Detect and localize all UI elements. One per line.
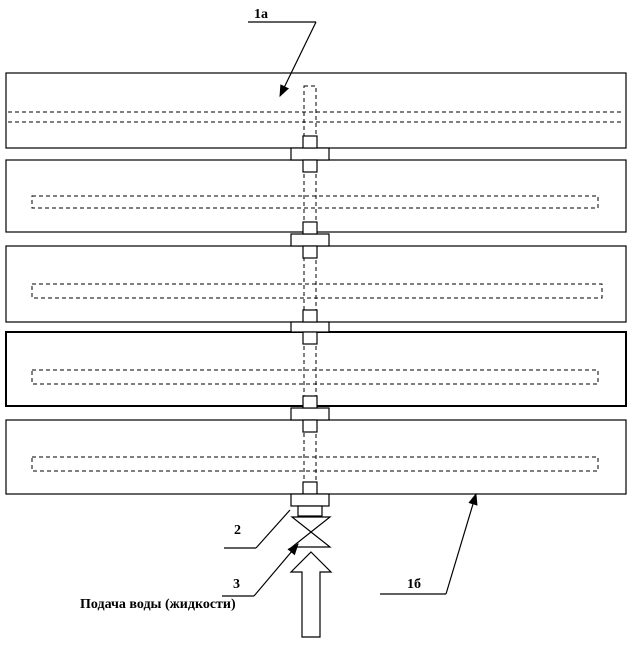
label-2: 2 (234, 523, 241, 538)
leader-1b (380, 494, 476, 594)
label-1a: 1а (254, 7, 268, 22)
caption-water-supply: Подача воды (жидкости) (80, 597, 236, 612)
inlet-connector (291, 494, 329, 516)
inlet-arrow-icon (291, 552, 331, 637)
valve-icon (292, 517, 330, 547)
label-1b: 1б (407, 577, 421, 592)
label-3: 3 (233, 577, 240, 592)
